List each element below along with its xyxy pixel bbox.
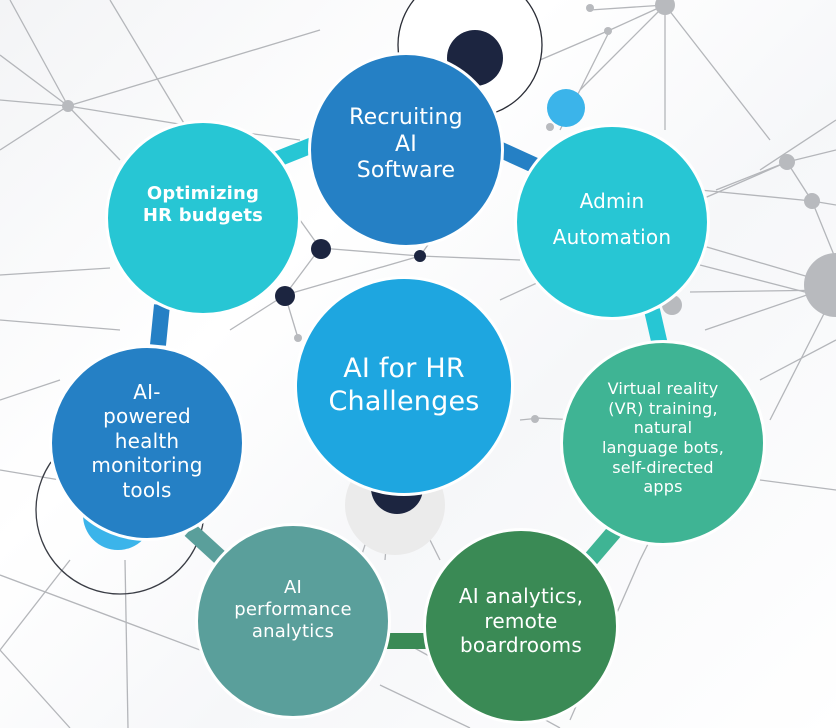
node-text: Automation (552, 225, 672, 249)
node-text: Virtual reality (607, 379, 719, 399)
center-line-1: AI for HR (343, 353, 465, 385)
center-node-ai-for-hr: AI for HR Challenges (294, 276, 514, 496)
node-text: AI- (133, 380, 161, 405)
node-vr-training-bots-apps: Virtual reality (VR) training, natural l… (560, 340, 766, 546)
node-text: monitoring (91, 453, 203, 478)
node-text: AI analytics, (458, 584, 584, 609)
node-text: remote (484, 608, 558, 633)
node-text: analytics (251, 620, 335, 642)
node-admin-automation: Admin Automation (514, 124, 710, 320)
node-text: powered (103, 404, 191, 429)
node-text: Software (356, 158, 456, 184)
node-text: (VR) training, (608, 398, 718, 418)
node-text: apps (643, 477, 683, 497)
node-ai-analytics-remote-boardrooms: AI analytics, remote boardrooms (423, 528, 619, 724)
node-text: AI (283, 577, 302, 599)
node-text: tools (122, 477, 172, 502)
node-text: HR budgets (142, 205, 264, 226)
node-ai-powered-health-monitoring: AI- powered health monitoring tools (49, 345, 245, 541)
center-line-2: Challenges (328, 386, 480, 417)
node-text: boardrooms (460, 633, 582, 658)
node-text: natural (633, 418, 693, 438)
node-text: performance (234, 599, 352, 621)
node-text: health (114, 428, 180, 453)
node-text: language bots, (601, 438, 725, 457)
node-text: Recruiting (349, 104, 463, 130)
node-ai-performance-analytics: AI performance analytics (195, 523, 391, 719)
node-text: Optimizing (146, 183, 260, 205)
node-text: Admin (579, 188, 645, 213)
node-text: AI (395, 131, 417, 157)
node-text: self-directed (612, 457, 714, 477)
node-recruiting-ai-software: Recruiting AI Software (308, 52, 504, 248)
node-optimizing-hr-budgets: Optimizing HR budgets (105, 120, 301, 316)
